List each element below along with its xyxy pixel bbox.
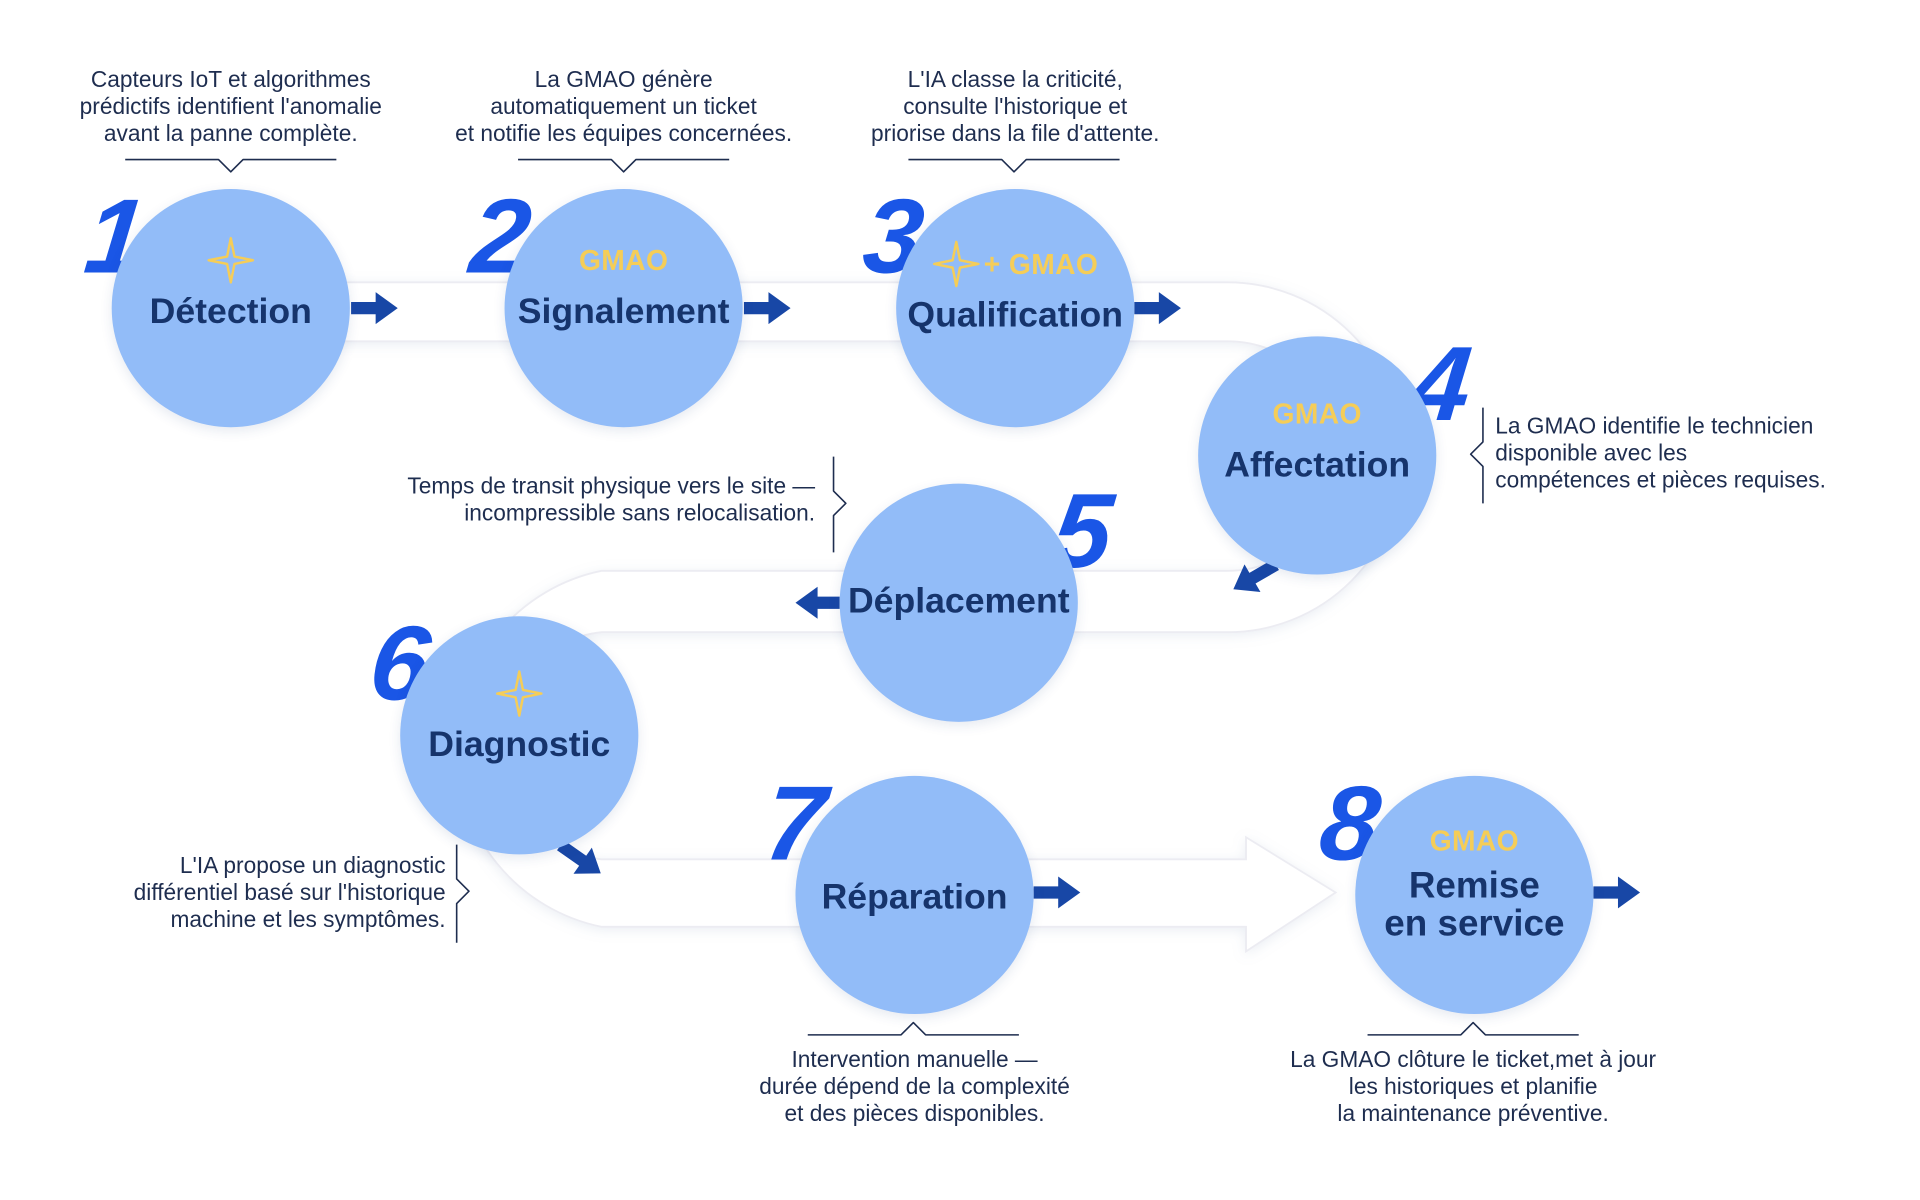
note-line: la maintenance préventive. xyxy=(1337,1099,1609,1126)
bracket-note-5 xyxy=(832,456,847,553)
arrow-right-icon xyxy=(351,292,398,325)
arrow-left-icon xyxy=(795,586,840,619)
bracket-note-4 xyxy=(1469,407,1484,504)
note-line: consulte l'historique et xyxy=(903,93,1128,120)
step-title: Réparation xyxy=(821,877,1008,918)
step-title: Remise en service xyxy=(1384,868,1564,943)
step-diagnostic: Diagnostic xyxy=(400,616,639,855)
step-title: Affectation xyxy=(1224,445,1411,486)
sparkle-icon xyxy=(207,237,255,284)
bracket-note-6 xyxy=(455,844,470,943)
note-diagnostic: L'IA propose un diagnostic différentiel … xyxy=(74,852,446,933)
flow-arrows xyxy=(351,292,1641,909)
note-remise-en-service: La GMAO clôture le ticket,met à jour les… xyxy=(1264,1046,1681,1127)
gmao-label: GMAO xyxy=(578,243,669,276)
note-line: L'IA propose un diagnostic xyxy=(179,851,446,878)
step-title: Qualification xyxy=(907,296,1124,336)
note-affectation: La GMAO identifie le technicien disponib… xyxy=(1495,412,1888,493)
gmao-badge: + GMAO xyxy=(932,240,1098,289)
note-line: Intervention manuelle — xyxy=(791,1045,1038,1072)
note-line: et notifie les équipes concernées. xyxy=(455,120,793,147)
note-line: incompressible sans relocalisation. xyxy=(464,499,816,526)
note-line: durée dépend de la complexité xyxy=(759,1072,1070,1099)
step-title-line: Remise xyxy=(1408,865,1540,907)
step-title: Signalement xyxy=(517,292,730,332)
note-line: priorise dans la file d'attente. xyxy=(871,120,1160,147)
note-line: automatiquement un ticket xyxy=(490,93,757,120)
arrow-right-icon xyxy=(1033,876,1081,909)
note-line: disponible avec les xyxy=(1495,439,1688,466)
note-brackets xyxy=(125,158,1579,1036)
step-title: Diagnostic xyxy=(428,725,611,766)
note-line: Capteurs IoT et algorithmes xyxy=(90,66,371,93)
note-line: et des pièces disponibles. xyxy=(784,1099,1045,1126)
gmao-label: GMAO xyxy=(1429,824,1520,857)
note-line: différentiel basé sur l'historique xyxy=(133,878,446,905)
arrow-right-icon xyxy=(1134,292,1181,325)
arrow-down-right-icon xyxy=(557,840,601,874)
gmao-label: + GMAO xyxy=(983,247,1099,280)
sparkle-icon xyxy=(495,670,543,718)
bracket-note-8 xyxy=(1367,1021,1579,1036)
sparkle-icon xyxy=(933,240,981,288)
step-reparation: Réparation xyxy=(795,775,1034,1014)
step-badge xyxy=(495,669,544,718)
step-signalement: GMAO Signalement xyxy=(504,189,743,428)
step-deplacement: Déplacement xyxy=(839,483,1078,722)
step-qualification: + GMAO Qualification xyxy=(896,189,1135,428)
arrow-right-icon xyxy=(1593,876,1641,909)
step-remise-en-service: GMAO Remise en service xyxy=(1355,775,1594,1014)
gmao-label: GMAO xyxy=(1272,397,1362,430)
bracket-note-2 xyxy=(518,158,730,173)
step-detection: Détection xyxy=(111,189,350,428)
arrow-down-left-icon xyxy=(1233,559,1279,593)
note-qualification: L'IA classe la criticité, consulte l'his… xyxy=(837,66,1193,147)
step-title: Déplacement xyxy=(847,582,1070,622)
bracket-note-1 xyxy=(125,158,337,173)
step-badge xyxy=(206,236,255,285)
step-affectation: GMAO Affectation xyxy=(1198,336,1437,575)
note-signalement: La GMAO génère automatiquement un ticket… xyxy=(427,66,820,147)
note-line: La GMAO identifie le technicien xyxy=(1495,412,1814,439)
bracket-note-3 xyxy=(908,158,1120,173)
note-line: La GMAO clôture le ticket,met à jour xyxy=(1290,1045,1657,1072)
gmao-badge: GMAO xyxy=(1430,817,1519,866)
note-line: les historiques et planifie xyxy=(1348,1072,1598,1099)
note-line: L'IA classe la criticité, xyxy=(907,66,1123,93)
note-line: La GMAO génère xyxy=(534,66,713,93)
step-title-line: en service xyxy=(1384,903,1565,945)
note-line: Temps de transit physique vers le site — xyxy=(407,472,816,499)
arrow-right-icon xyxy=(743,292,791,325)
gmao-badge: GMAO xyxy=(579,236,668,285)
gmao-badge: GMAO xyxy=(1273,389,1362,438)
note-line: machine et les symptômes. xyxy=(170,905,446,932)
note-line: compétences et pièces requises. xyxy=(1495,466,1826,493)
note-detection: Capteurs IoT et algorithmes prédictifs i… xyxy=(59,66,403,147)
note-deplacement: Temps de transit physique vers le site —… xyxy=(349,473,815,527)
note-line: prédictifs identifient l'anomalie xyxy=(79,93,382,120)
note-line: avant la panne complète. xyxy=(103,120,358,147)
note-reparation: Intervention manuelle — durée dépend de … xyxy=(724,1046,1105,1127)
bracket-note-7 xyxy=(807,1021,1019,1036)
step-title: Détection xyxy=(149,292,312,332)
